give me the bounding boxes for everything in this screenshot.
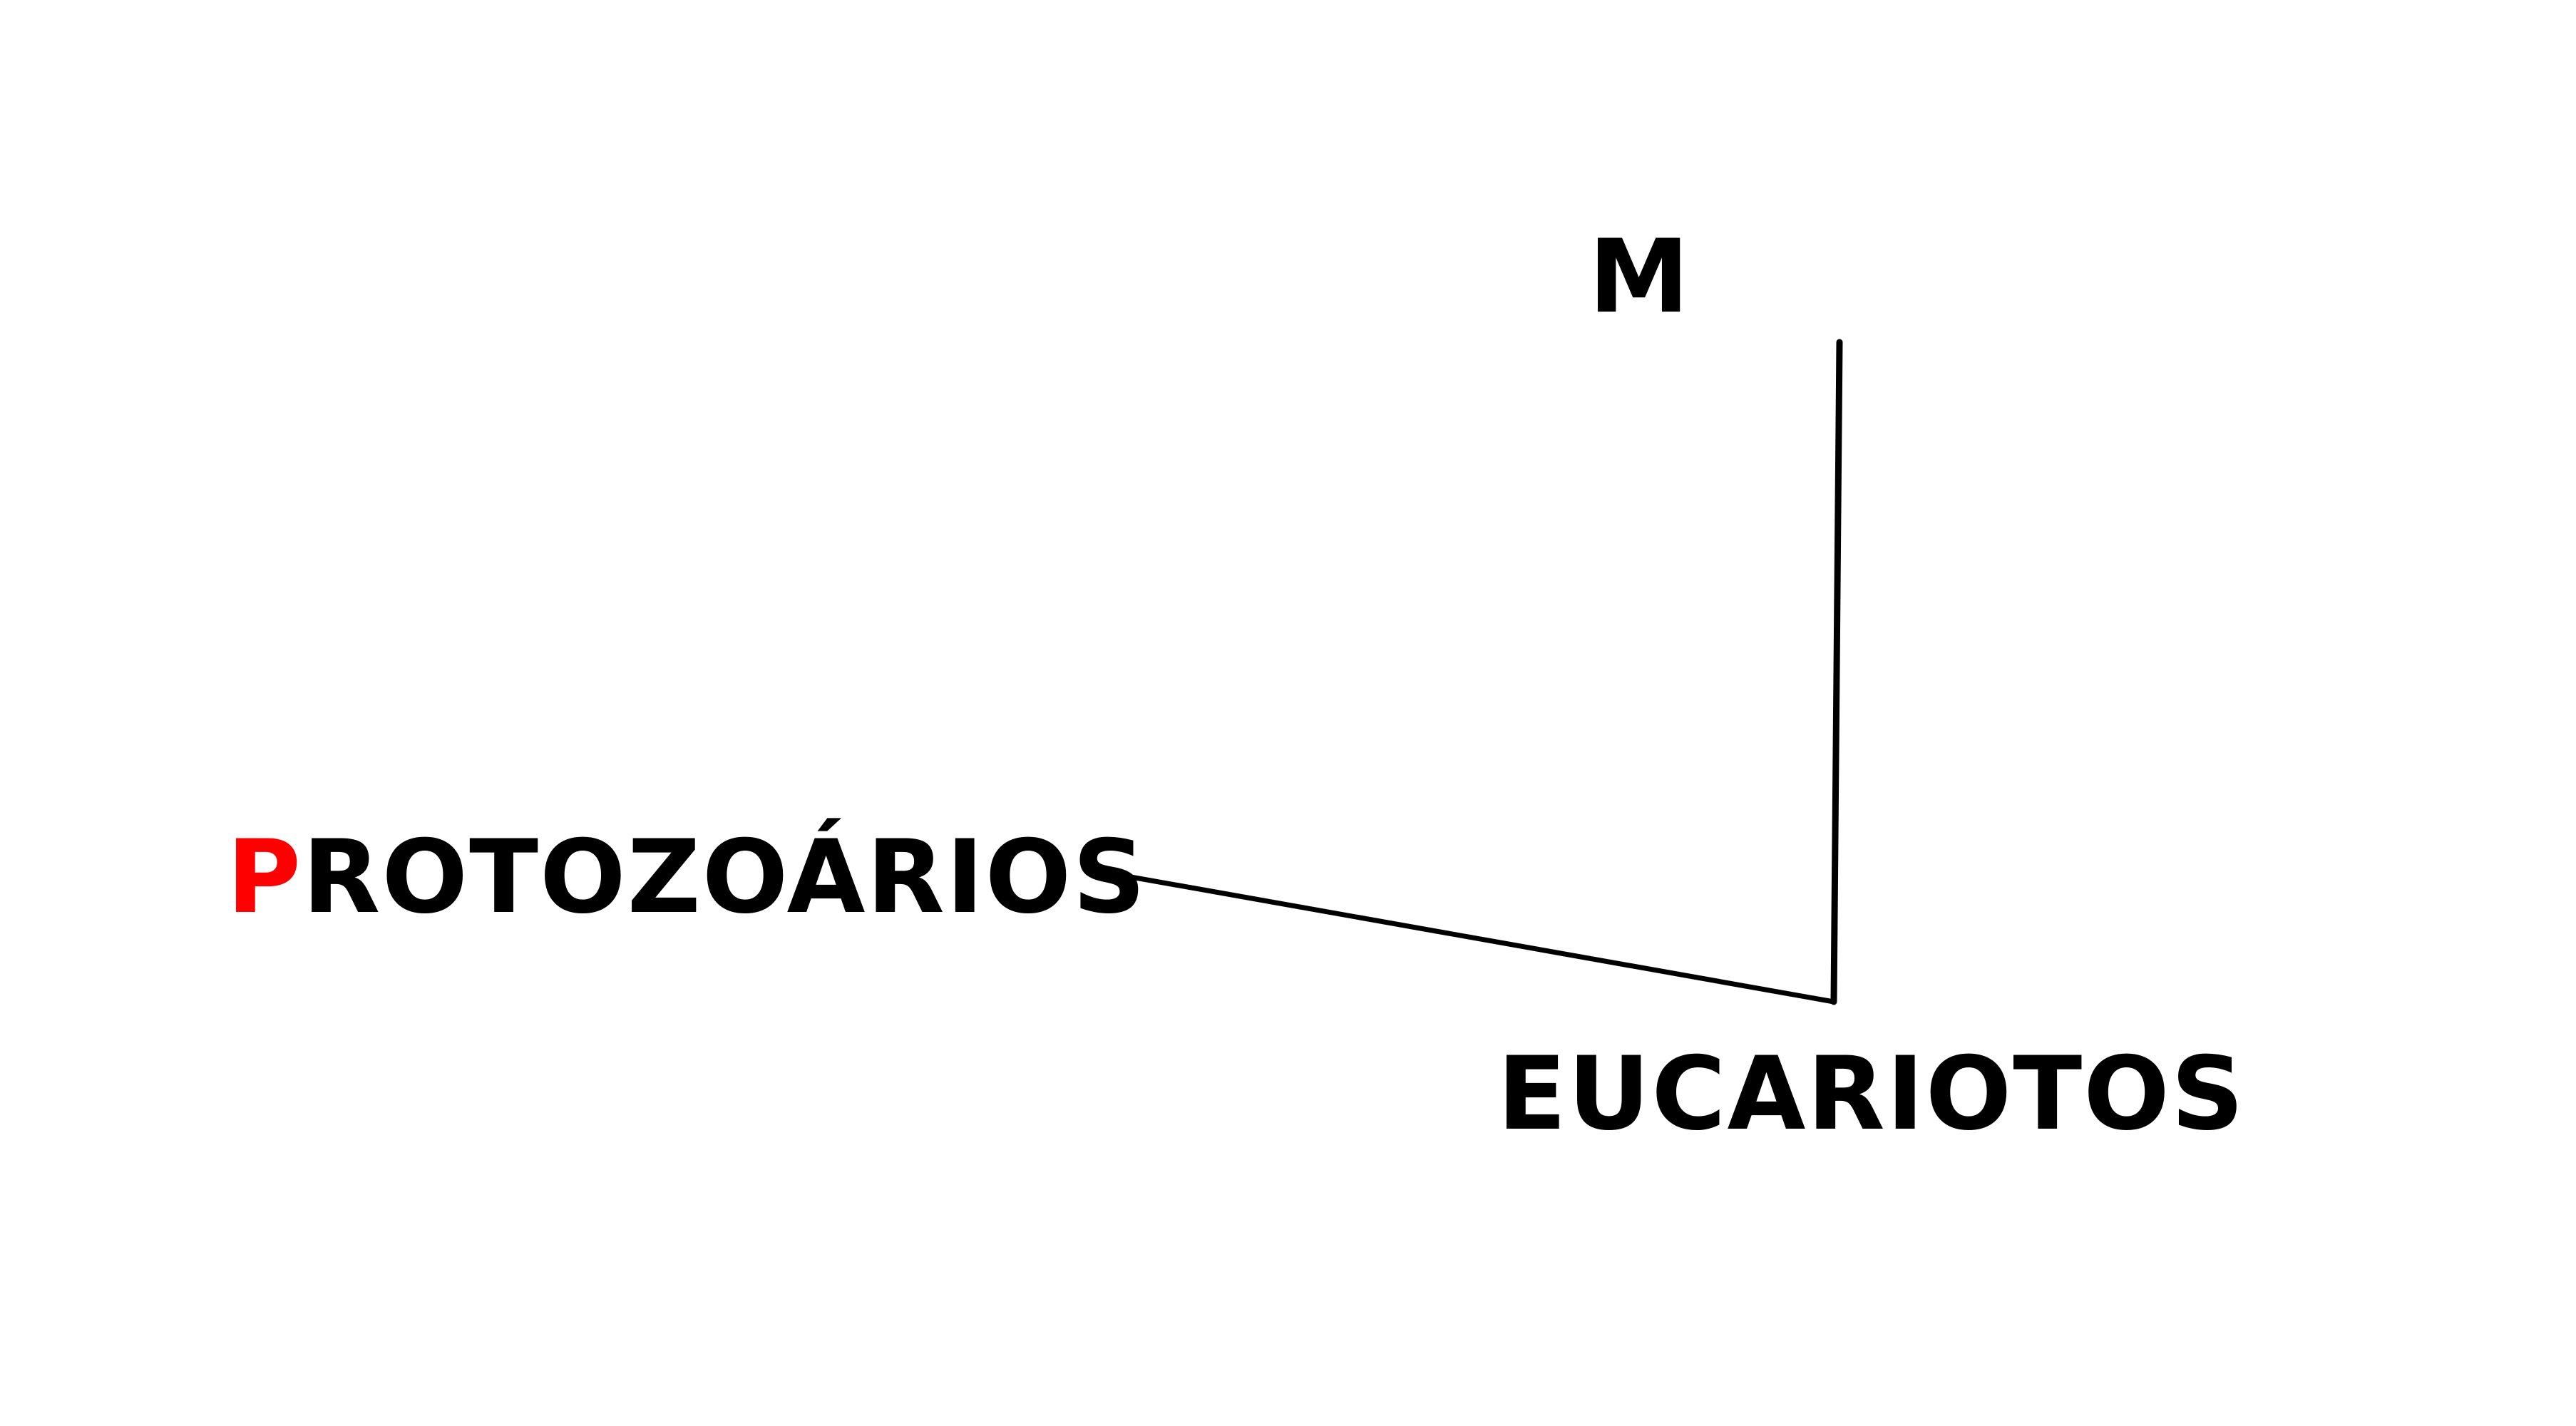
top-label-m: M	[1589, 218, 1691, 336]
diagonal-branch-line	[1088, 867, 1837, 1005]
highlighted-initial: P	[227, 819, 303, 936]
label-remainder: ROTOZOÁRIOS	[302, 819, 1147, 936]
vertical-branch-line	[1830, 339, 1843, 1005]
bottom-label-eucariotos: EUCARIOTOS	[1497, 1035, 2246, 1153]
left-label-protozoarios: PROTOZOÁRIOS	[227, 827, 1147, 928]
